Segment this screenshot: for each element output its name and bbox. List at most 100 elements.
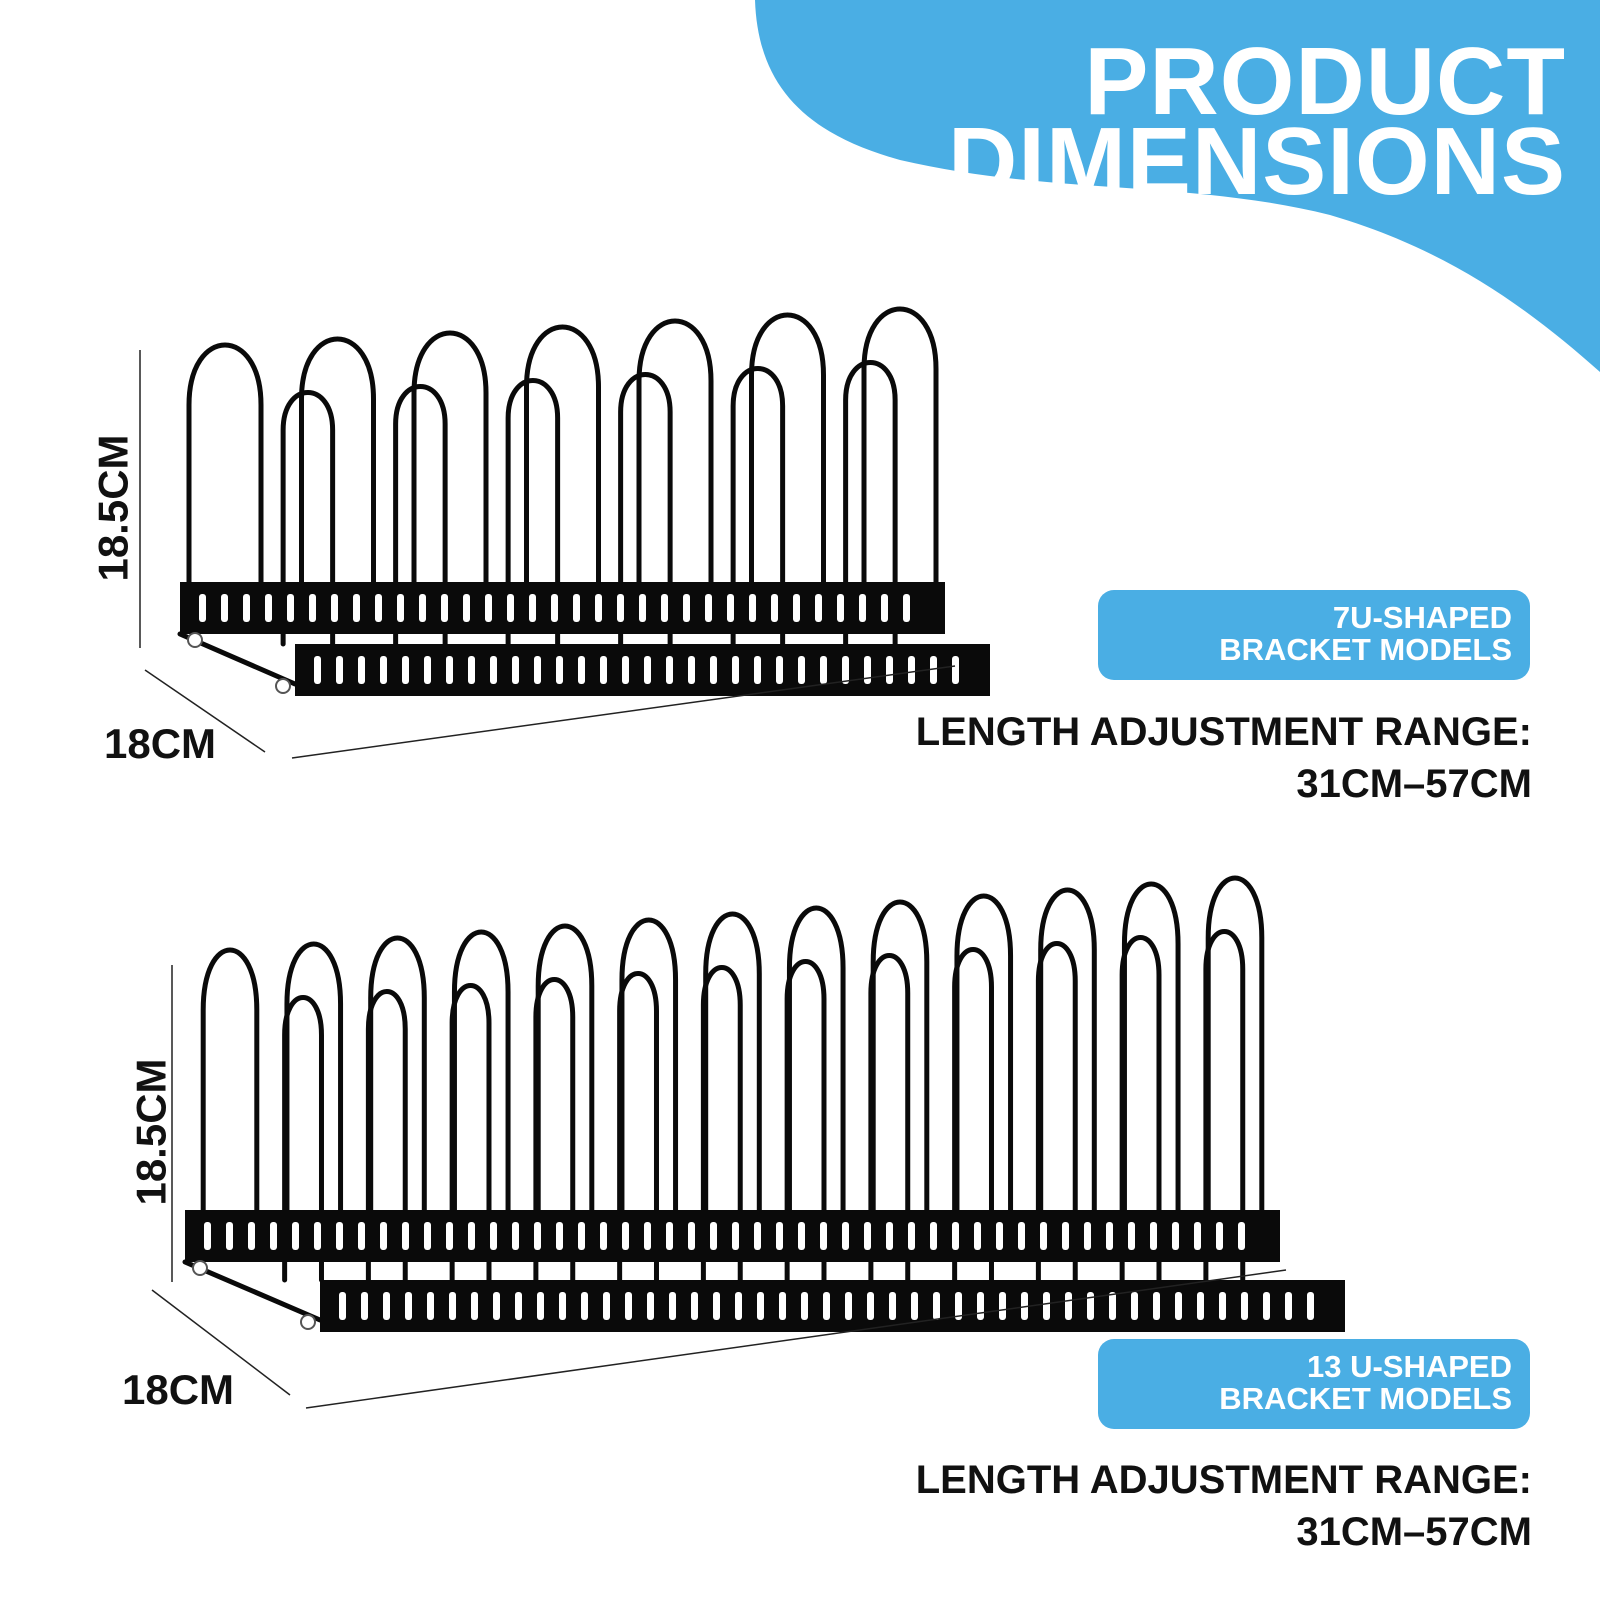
rail-slot <box>1087 1292 1094 1320</box>
rail-slot <box>688 656 695 684</box>
rail-slot <box>1065 1292 1072 1320</box>
bracket-wire-front <box>533 977 576 1283</box>
range-value: 31CM–57CM <box>1296 1510 1532 1554</box>
rail-slot <box>529 594 536 622</box>
title-dimensions: DIMENSIONS <box>947 108 1566 215</box>
bracket-wire-back <box>284 941 344 1213</box>
rail-slot <box>468 656 475 684</box>
rail-slot <box>881 594 888 622</box>
bracket-wire-back <box>411 330 489 585</box>
rail-slot <box>779 1292 786 1320</box>
model-badge-7u: 7U-SHAPED BRACKET MODELS <box>1098 590 1530 680</box>
rail-slot <box>383 1292 390 1320</box>
rail-slot <box>793 594 800 622</box>
rail-slot <box>669 1292 676 1320</box>
rail-slot <box>710 656 717 684</box>
bracket-wire-front <box>618 372 673 647</box>
rail-slot <box>903 594 910 622</box>
rail-slot <box>754 1222 761 1250</box>
rail-slot <box>551 594 558 622</box>
bracket-wire-front <box>784 959 827 1283</box>
rail-slot <box>666 1222 673 1250</box>
rail-slot <box>622 656 629 684</box>
rail-slot <box>710 1222 717 1250</box>
rail-slot <box>842 1222 849 1250</box>
rail-slot <box>776 1222 783 1250</box>
badge-line-bracket: BRACKET MODELS <box>1219 632 1512 667</box>
bracket-wire-back <box>703 911 762 1213</box>
rail-slot <box>1131 1292 1138 1320</box>
rail-slot <box>1172 1222 1179 1250</box>
rail-slot <box>1062 1222 1069 1250</box>
rail-slot <box>977 1292 984 1320</box>
rail-slot <box>1043 1292 1050 1320</box>
rail-slot <box>952 1222 959 1250</box>
rail-slot <box>859 594 866 622</box>
rail-slot <box>358 1222 365 1250</box>
rail-slot <box>1021 1292 1028 1320</box>
title-product: PRODUCT <box>1084 28 1566 135</box>
rail-slot <box>771 594 778 622</box>
rail-slot <box>1194 1222 1201 1250</box>
width-dimension-label-7u: 18CM <box>104 720 217 767</box>
rail-slot <box>331 594 338 622</box>
bracket-wire-back <box>535 923 595 1213</box>
rail-slot <box>749 594 756 622</box>
length-dimension-line <box>305 1269 1287 1409</box>
rail-slot <box>886 656 893 684</box>
bracket-wire-front <box>1119 935 1162 1283</box>
rail-slot <box>493 1292 500 1320</box>
bracket-wire-back <box>299 336 376 585</box>
length-range-7u: LENGTH ADJUSTMENT RANGE: 31CM–57CM <box>916 706 1532 810</box>
rail-slot <box>999 1292 1006 1320</box>
end-cap <box>187 632 203 648</box>
bracket-wire-front <box>449 983 492 1283</box>
rail-slot <box>380 656 387 684</box>
bracket-wire-back <box>1038 887 1097 1213</box>
bracket-wire-back <box>619 917 679 1213</box>
bracket-wire-front <box>505 378 561 647</box>
rail-slot <box>705 594 712 622</box>
bracket-wire-front <box>617 971 659 1283</box>
rail-slot <box>397 594 404 622</box>
badge-line-model: 13 U-SHAPED <box>1307 1349 1512 1384</box>
rail-slot <box>556 1222 563 1250</box>
rail-slot <box>713 1292 720 1320</box>
rail-slot <box>1216 1222 1223 1250</box>
rail-slot <box>336 656 343 684</box>
rail-slot <box>265 594 272 622</box>
bracket-wire-back <box>786 905 846 1213</box>
rail-slot <box>691 1292 698 1320</box>
rail-slot <box>864 656 871 684</box>
banner-shape <box>755 0 1600 372</box>
rail-slot <box>336 1222 343 1250</box>
rail-slot <box>1128 1222 1135 1250</box>
rail-slot <box>427 1292 434 1320</box>
rail-slot <box>578 656 585 684</box>
rail-slot <box>595 594 602 622</box>
rail-slot <box>974 1222 981 1250</box>
rail-slot <box>471 1292 478 1320</box>
rail-slot <box>537 1292 544 1320</box>
rail-slot <box>339 1292 346 1320</box>
rail-slot <box>1106 1222 1113 1250</box>
rail-slot <box>842 656 849 684</box>
rail-slot <box>952 656 959 684</box>
rail-slot <box>688 1222 695 1250</box>
rail-slot <box>757 1292 764 1320</box>
range-value: 31CM–57CM <box>1296 762 1532 806</box>
rail-slot <box>1241 1292 1248 1320</box>
rail-slot <box>270 1222 277 1250</box>
rail-slot <box>1285 1292 1292 1320</box>
bracket-wire-back <box>1205 875 1265 1213</box>
end-cap <box>275 678 291 694</box>
rail-slot <box>727 594 734 622</box>
rail-slot <box>1150 1222 1157 1250</box>
bracket-wire-back <box>870 899 930 1213</box>
rail-slot <box>468 1222 475 1250</box>
rail-slot <box>490 1222 497 1250</box>
rail-slot <box>1109 1292 1116 1320</box>
bracket-wire-front <box>393 384 448 647</box>
